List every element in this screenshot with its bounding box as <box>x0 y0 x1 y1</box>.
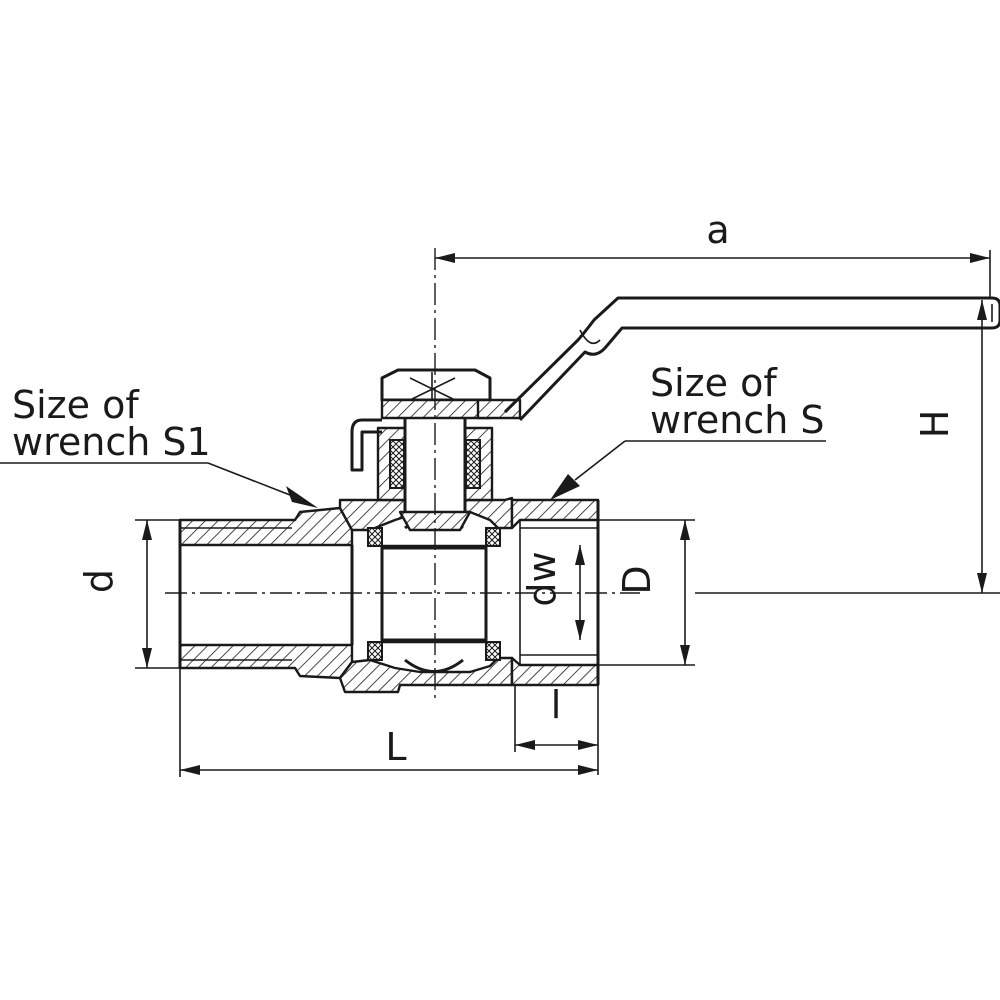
seat-gasket-left-top <box>367 527 383 547</box>
dimension-d: d <box>77 519 180 669</box>
outlet-wall-bottom <box>510 656 600 687</box>
wrench-s-line2: wrench S <box>650 398 825 442</box>
gland-nut <box>380 368 492 402</box>
label-D: D <box>615 565 659 594</box>
label-H: H <box>913 410 957 439</box>
body-wall-bottom <box>338 656 514 694</box>
dimension-H: H <box>695 300 1000 594</box>
label-l: l <box>551 683 562 727</box>
dimension-l: l <box>514 683 599 775</box>
wrench-s-line1: Size of <box>650 361 778 405</box>
wrench-s1-line2: wrench S1 <box>12 420 211 464</box>
dimension-dw: dw <box>520 545 585 640</box>
outlet-wall-top <box>510 498 600 530</box>
dimension-L: L <box>179 668 598 777</box>
nut-cross <box>409 372 456 402</box>
seat-gasket-left-bottom <box>367 641 383 661</box>
lever-inner <box>579 304 993 345</box>
dimension-a: a <box>435 208 991 298</box>
ball-bore <box>380 546 488 642</box>
callout-wrench-s1: Size of wrench S1 <box>0 383 318 508</box>
inlet-wall-bottom <box>178 643 354 680</box>
dimension-D: D <box>598 519 695 666</box>
valve-body <box>178 496 600 694</box>
packing-right <box>465 439 481 489</box>
wrench-s1-line1: Size of <box>12 383 140 427</box>
callout-wrench-s: Size of wrench S <box>550 361 826 500</box>
inlet-thread <box>180 527 292 661</box>
label-L: L <box>385 725 406 769</box>
packing-left <box>389 439 405 489</box>
nut-flat <box>380 398 492 420</box>
inlet-wall-top <box>178 506 354 547</box>
label-d: d <box>77 569 121 593</box>
lever-outline <box>503 296 1000 422</box>
label-a: a <box>706 208 729 252</box>
label-dw: dw <box>520 551 564 606</box>
stop-hook <box>350 418 382 472</box>
seat-gasket-right-bottom <box>485 641 501 661</box>
inlet-bore-lines <box>178 520 354 668</box>
lever-handle <box>503 296 1000 422</box>
svg-text:Size of wrench S: Size of wrench S <box>650 361 825 442</box>
svg-text:Size of wrench S1: Size of wrench S1 <box>12 383 211 464</box>
seat-gasket-right-top <box>485 527 501 547</box>
